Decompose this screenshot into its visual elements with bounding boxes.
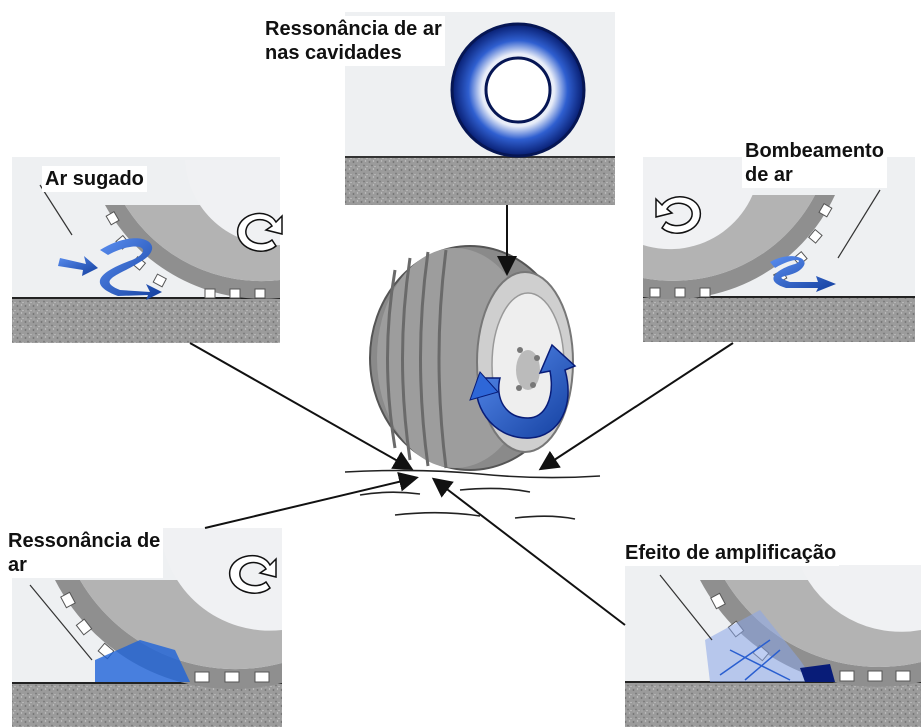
panel-amplification	[625, 565, 921, 727]
connector-arrows	[189, 205, 734, 626]
road-lines	[344, 469, 601, 520]
air-cavity-ring	[450, 22, 586, 158]
tire-illustration	[369, 245, 577, 471]
amplification-zone	[705, 610, 815, 682]
label-cavity-resonance: Ressonância de ar nas cavidades	[262, 16, 445, 66]
tire-rotation-arrow	[475, 343, 577, 439]
pumping-swirl-arrow	[770, 256, 836, 292]
label-air-pumping: Bombeamento de ar	[742, 138, 887, 188]
rotation-icon	[229, 555, 277, 594]
label-air-resonance: Ressonância de ar	[5, 528, 164, 578]
label-air-suction: Ar sugado	[42, 166, 147, 192]
rotation-icon	[655, 196, 701, 234]
air-flow-arrow	[58, 256, 98, 276]
label-amplification: Efeito de amplificação	[622, 540, 840, 566]
panel-cavity-resonance	[345, 12, 615, 205]
swirl-arrow	[99, 238, 162, 300]
panel-air-resonance	[12, 528, 282, 727]
resonance-zone	[95, 640, 190, 682]
rotation-icon	[237, 212, 283, 252]
